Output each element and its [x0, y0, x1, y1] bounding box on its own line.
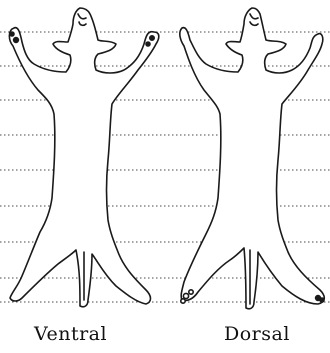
dorsal-paw-pad — [183, 293, 188, 298]
ventral-paw-pad — [10, 32, 14, 36]
dorsal-paw-pad — [320, 298, 324, 302]
dorsal-paw-pad — [189, 290, 193, 294]
ventral-outline — [9, 8, 158, 307]
dorsal-label: Dorsal — [224, 323, 290, 345]
dorsal-body-path — [180, 8, 324, 309]
ventral-paw-pad — [146, 42, 150, 46]
ventral-label: Ventral — [34, 323, 107, 345]
ventral-paw-pad — [150, 36, 154, 40]
dorsal-paw-pad — [181, 299, 185, 303]
ventral-paw-pad — [14, 38, 19, 43]
dorsal-outline — [180, 8, 324, 309]
